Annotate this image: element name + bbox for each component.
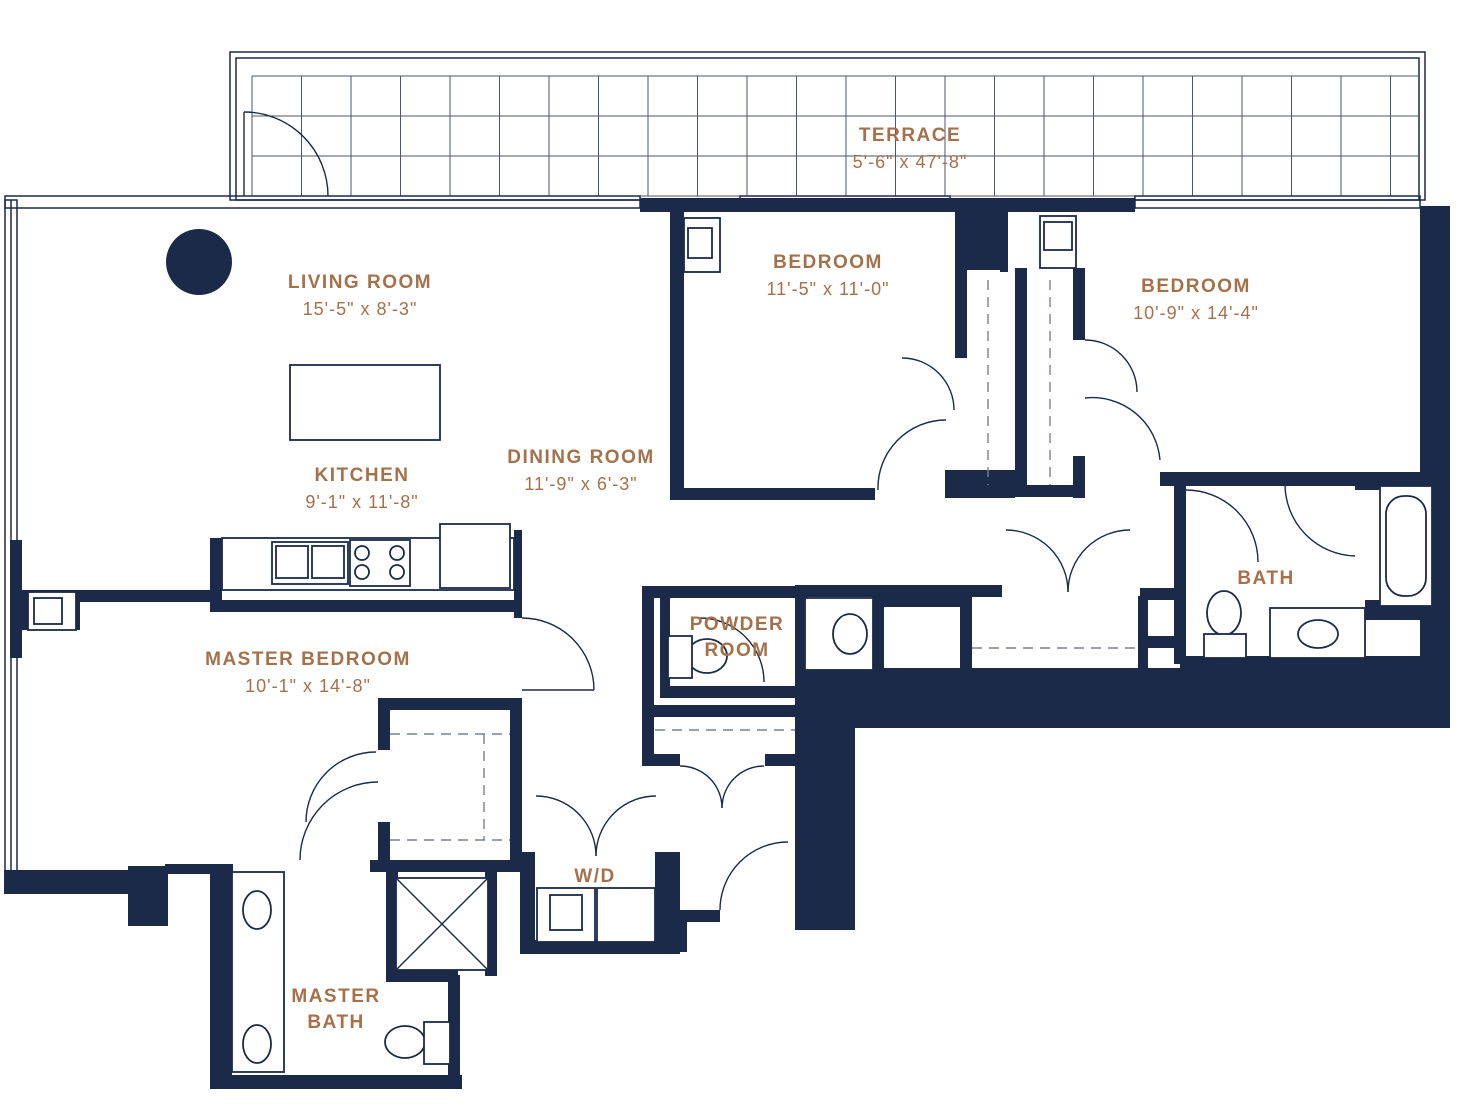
powder-room-name-line1: POWDER xyxy=(690,614,785,635)
kitchen-island xyxy=(289,364,441,441)
powder-sink xyxy=(804,597,874,671)
dining-room-dims: 11'-9" x 6'-3" xyxy=(524,474,637,494)
wd-name: W/D xyxy=(574,866,615,887)
living-room-name: LIVING ROOM xyxy=(288,272,432,293)
bath-name: BATH xyxy=(1237,568,1294,589)
window-lines xyxy=(4,195,1421,873)
kitchen-counter xyxy=(221,523,515,591)
powder-room-name-line2: ROOM xyxy=(704,640,769,661)
washer-bedroom-2 xyxy=(1039,215,1077,269)
shower xyxy=(395,877,489,971)
dining-room-name: DINING ROOM xyxy=(507,447,654,468)
master-bath-name-line1: MASTER xyxy=(291,986,380,1007)
bath-sink xyxy=(1269,607,1366,659)
washer-unit-left xyxy=(27,591,77,631)
washer-dryer xyxy=(536,887,656,943)
column xyxy=(166,229,232,295)
terrace-dims: 5'-6" x 47'-8" xyxy=(853,152,968,172)
washer-bedroom-1 xyxy=(683,217,721,273)
bedroom-1-dims: 11'-5" x 11'-0" xyxy=(766,279,889,299)
bath-toilet xyxy=(1203,590,1247,659)
master-bath-toilet xyxy=(384,1021,451,1065)
bedroom-1-name: BEDROOM xyxy=(773,252,883,273)
master-bath-name-line2: BATH xyxy=(307,1012,364,1033)
fixtures xyxy=(27,215,1433,1073)
walls xyxy=(4,198,1450,1089)
closet-shelves xyxy=(390,280,1138,841)
terrace-paving-grid xyxy=(251,75,1419,197)
terrace xyxy=(229,51,1426,201)
master-bath-vanity xyxy=(231,871,285,1073)
doors xyxy=(299,339,1356,911)
kitchen-dims: 9'-1" x 11'-8" xyxy=(305,492,418,512)
kitchen-name: KITCHEN xyxy=(315,465,410,486)
bedroom-2-name: BEDROOM xyxy=(1141,276,1251,297)
room-labels: TERRACE 5'-6" x 47'-8" LIVING ROOM 15'-5… xyxy=(205,125,1294,1033)
terrace-door-swing xyxy=(243,111,329,197)
bedroom-2-dims: 10'-9" x 14'-4" xyxy=(1133,303,1259,323)
living-room-dims: 15'-5" x 8'-3" xyxy=(303,299,418,319)
bathtub xyxy=(1379,485,1433,607)
master-bedroom-dims: 10'-1" x 14'-8" xyxy=(245,676,371,696)
powder-toilet xyxy=(667,635,728,679)
terrace-name: TERRACE xyxy=(859,125,961,146)
master-bedroom-name: MASTER BEDROOM xyxy=(205,649,411,670)
